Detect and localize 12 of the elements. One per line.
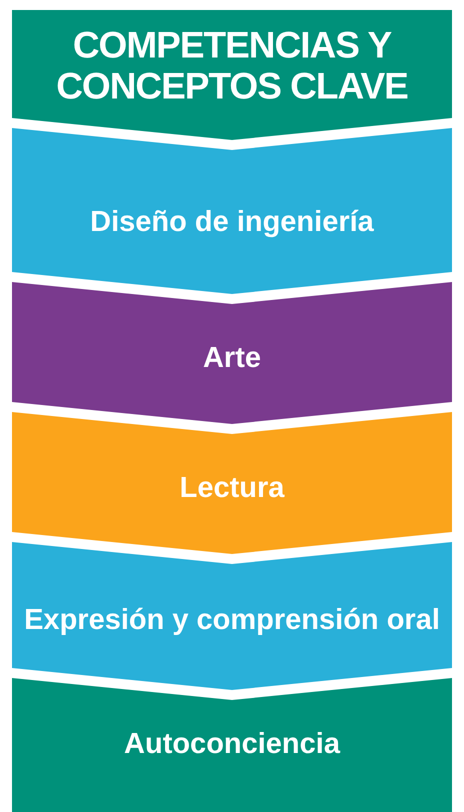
header-chevron (12, 10, 452, 140)
band-label: Diseño de ingeniería (89, 204, 375, 240)
chevron-band (12, 282, 452, 424)
chevron-band (12, 678, 452, 812)
chevron-band (12, 542, 452, 690)
band-label: Arte (202, 340, 262, 376)
band-label: Autoconciencia (123, 726, 342, 762)
chevron-band (12, 412, 452, 554)
band-label: Lectura (178, 470, 286, 506)
chevron-band (12, 128, 452, 294)
heading-text: COMPETENCIAS Y CONCEPTOS CLAVE (55, 25, 409, 107)
band-label: Expresión y comprensión oral (23, 602, 441, 638)
